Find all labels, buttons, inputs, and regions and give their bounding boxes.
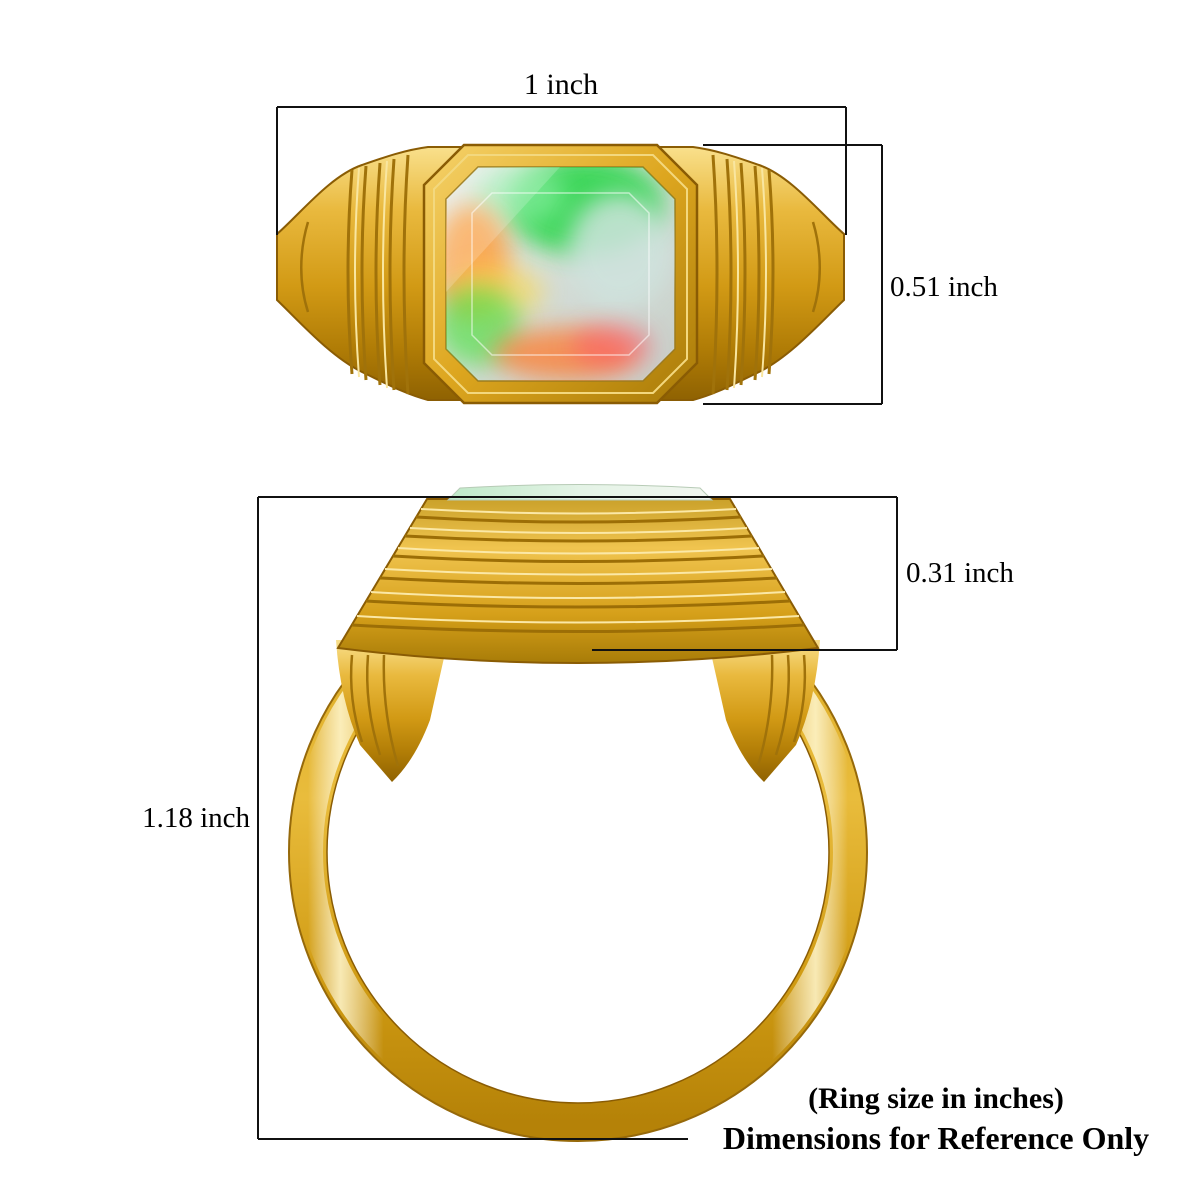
opal-stone [445,166,676,382]
dimension-lines [257,106,898,1140]
ring-size-note: (Ring size in inches) [808,1082,1064,1115]
width-dimension-label: 1 inch [523,68,599,101]
ring-side-view [288,484,868,1142]
stepped-head [336,498,820,664]
front-height-dimension-label: 0.51 inch [890,271,998,303]
left-shoulder-ribs [346,154,410,395]
width-dimension-line [276,106,847,235]
side-shoulders [336,640,820,782]
head-height-dimension-label: 0.31 inch [906,557,1014,589]
total-height-dimension-label: 1.18 inch [142,802,250,834]
bezel-inner-highlight [433,154,688,394]
right-shoulder-ribs [711,154,775,395]
front-height-dimension-line [703,144,883,405]
ring-top-view [276,143,845,405]
total-height-dimension-line [257,496,897,1140]
head-height-dimension-line [592,497,898,651]
reference-only-note: Dimensions for Reference Only [722,1120,1150,1156]
footnotes: (Ring size in inches) Dimensions for Ref… [656,1082,1200,1157]
